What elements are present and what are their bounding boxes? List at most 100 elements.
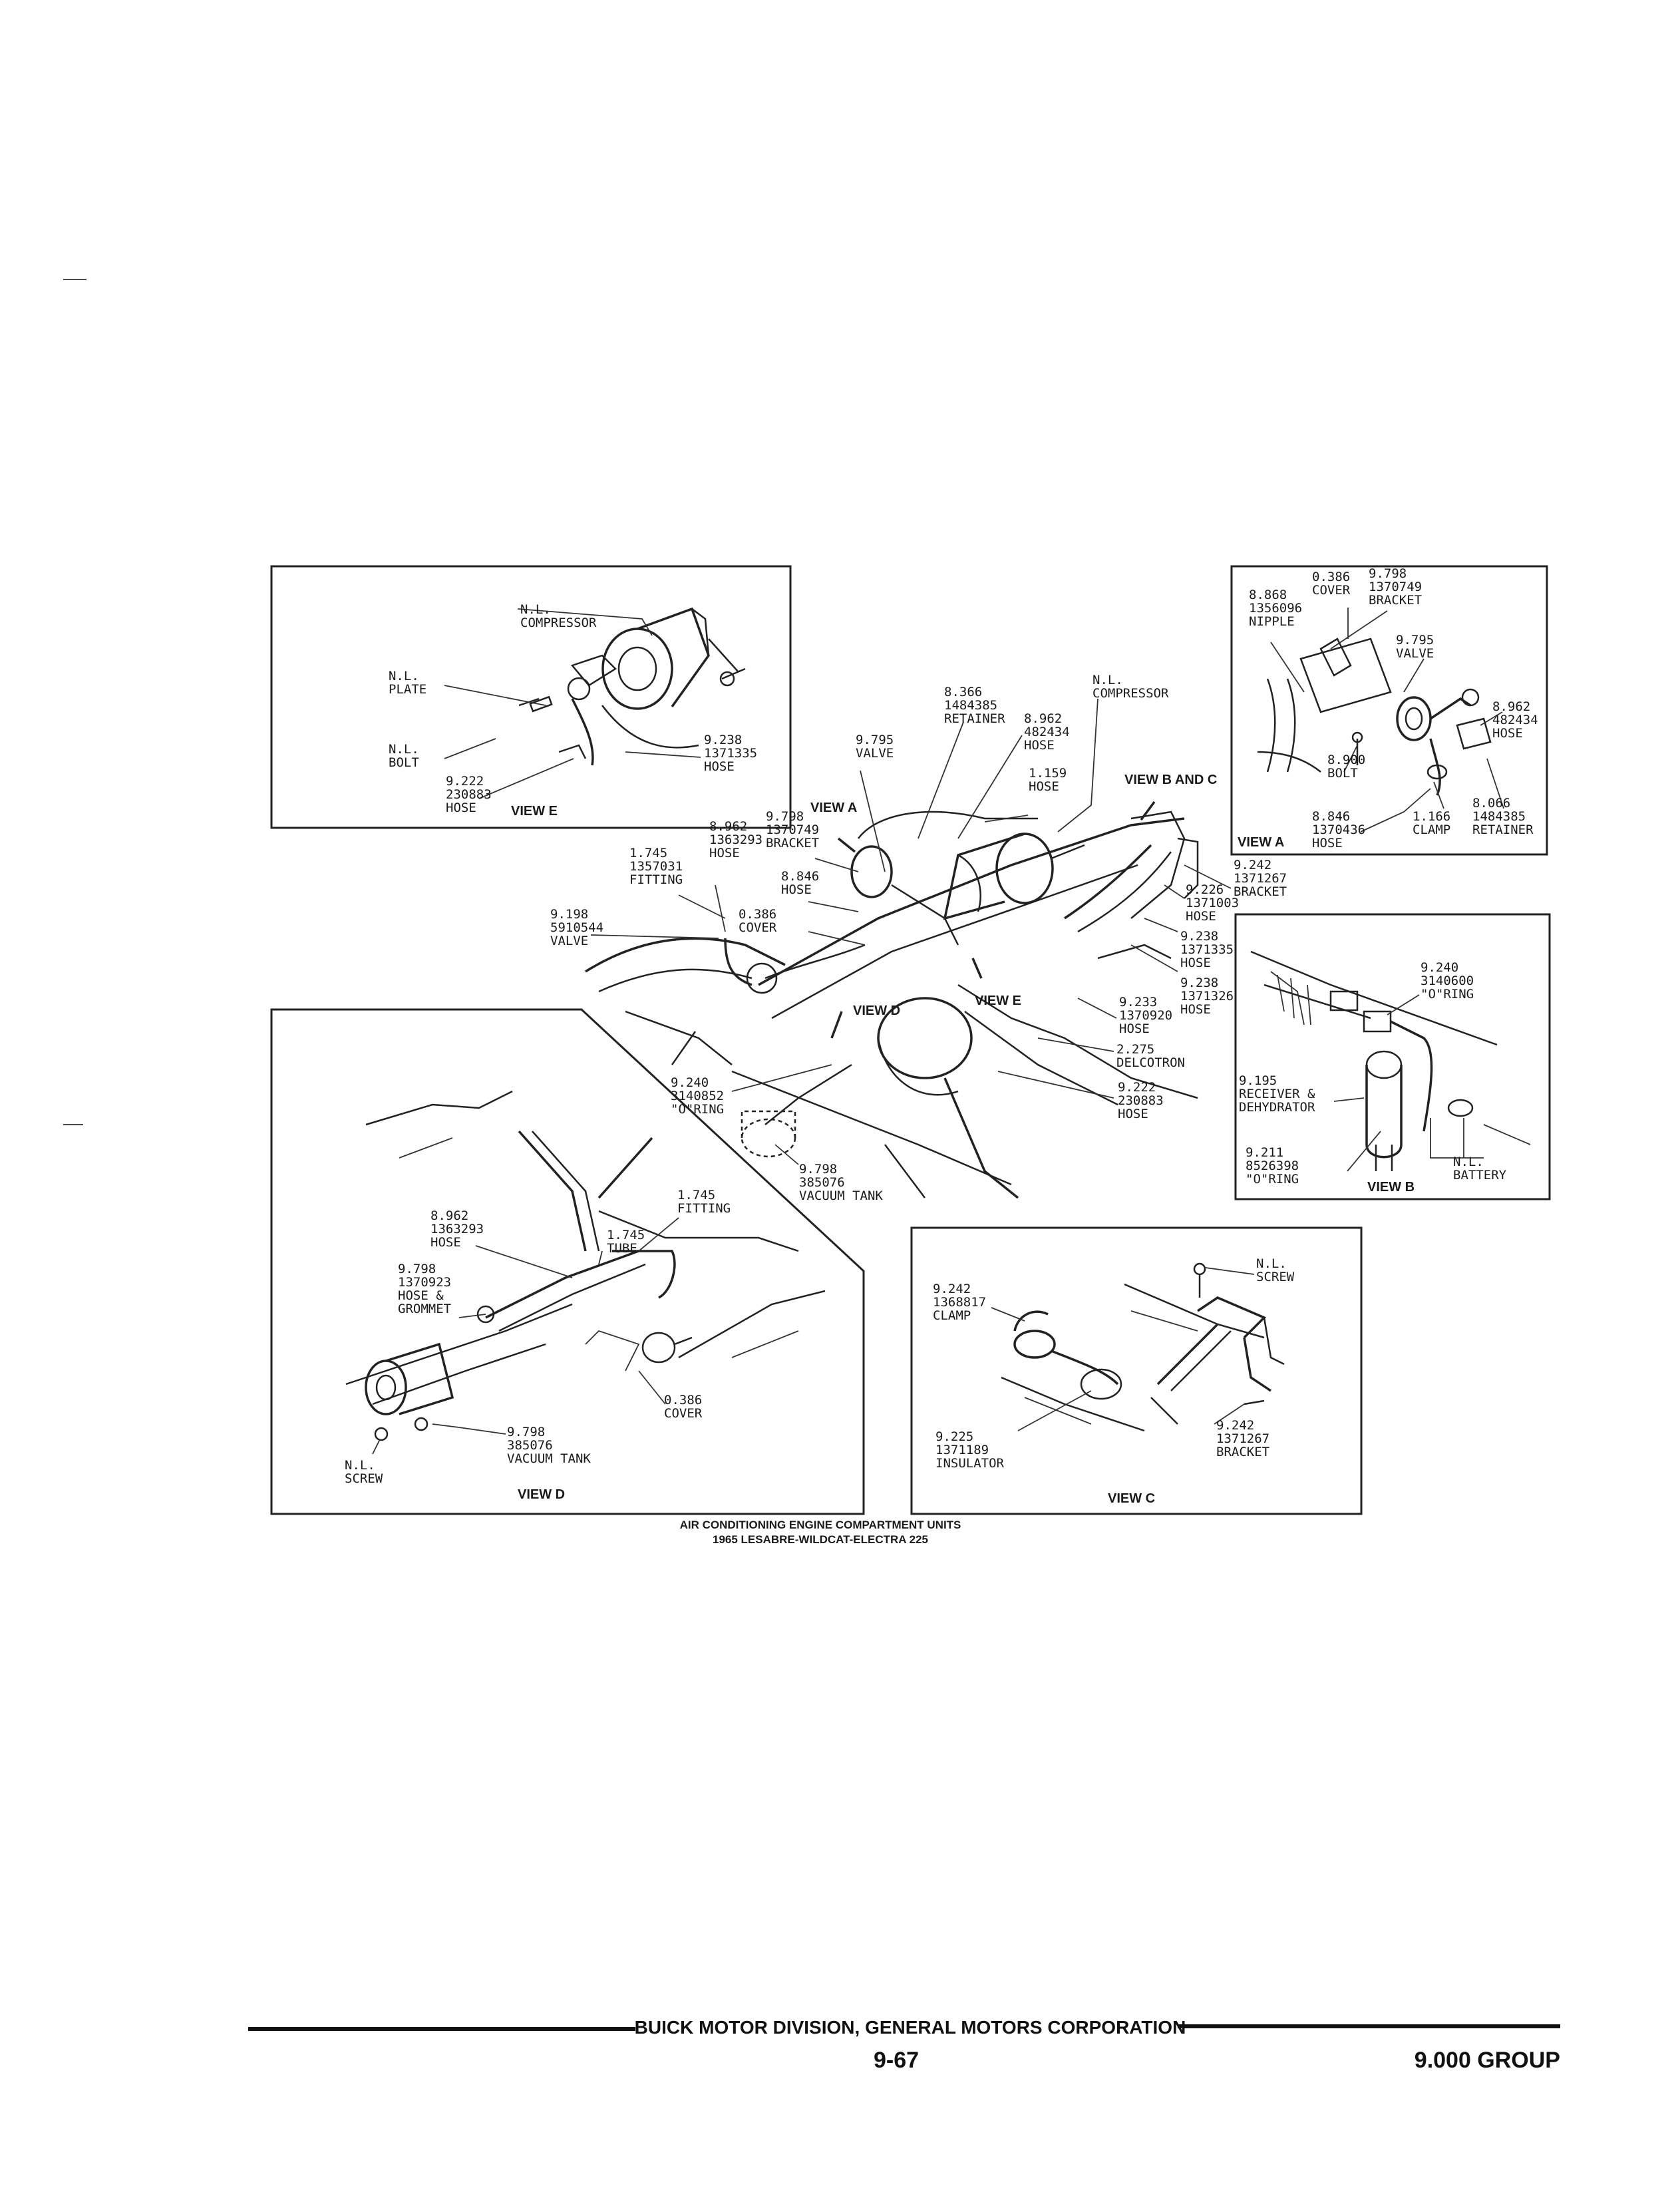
hose-1371335-label: HOSE — [1180, 956, 1211, 970]
view-a-bracket-label: 9.798 — [1369, 566, 1407, 581]
hose-230883-label: HOSE — [1118, 1107, 1148, 1121]
view-c-title: VIEW C — [1108, 1491, 1155, 1506]
view-a-bracket-label: BRACKET — [1369, 593, 1422, 608]
cover-label: COVER — [739, 920, 777, 935]
valve-198-label: 9.198 — [550, 907, 588, 922]
hose-grommet-label: GROMMET — [398, 1302, 451, 1316]
view-e-hose-238-label: 1371335 — [704, 746, 757, 761]
hose-1370920-label: HOSE — [1119, 1021, 1150, 1036]
view-d-cover-label: COVER — [664, 1406, 703, 1421]
view-e-title: VIEW E — [511, 804, 558, 819]
view-d-vacuum-tank-label: VACUUM TANK — [507, 1451, 591, 1466]
view-d-title: VIEW D — [518, 1487, 565, 1502]
battery-label: N.L. — [1453, 1155, 1484, 1169]
view-a-valve-label: 9.795 — [1396, 633, 1434, 647]
view-d-vacuum-tank-label: 385076 — [507, 1438, 553, 1453]
view-b-o-ring-211-label: "O"RING — [1246, 1172, 1299, 1187]
view-b-o-ring-label: "O"RING — [1421, 987, 1474, 1002]
hose-1371003-label: HOSE — [1186, 909, 1216, 924]
valve-label: VALVE — [856, 746, 894, 761]
view-a-clamp-label: CLAMP — [1413, 823, 1450, 837]
hose-482434-label: 482434 — [1024, 725, 1070, 739]
hose-1370920-label: 1370920 — [1119, 1008, 1172, 1023]
view-a-title: VIEW A — [1238, 835, 1284, 850]
view-a-nipple-label: 1356096 — [1249, 601, 1302, 616]
view-d-panel: 1.745 FITTING 8.962 1363293 HOSE 1.745 T… — [270, 1008, 865, 1515]
insulator-label: INSULATOR — [935, 1456, 1005, 1471]
view-e-hose-238-label: 9.238 — [704, 733, 742, 747]
view-a-bracket-label: 1370749 — [1369, 580, 1422, 594]
receiver-dehydrator-label: RECEIVER & — [1239, 1087, 1315, 1101]
fitting-label: FITTING — [629, 872, 683, 887]
view-c-clamp-label: CLAMP — [933, 1308, 971, 1323]
view-d-hose-label: HOSE — [430, 1235, 461, 1250]
view-c-screw-label: N.L. — [1256, 1256, 1287, 1271]
hose-grommet-label: 9.798 — [398, 1262, 436, 1276]
hose-1159-label: HOSE — [1029, 779, 1059, 794]
retainer-label: 8.366 — [944, 685, 982, 699]
bracket-1371267-label: 9.242 — [1234, 858, 1271, 872]
engine-assembly-drawing — [585, 801, 1199, 1199]
hose-1159-label: 1.159 — [1029, 766, 1067, 781]
hose-846-label: HOSE — [781, 882, 812, 897]
view-a-retainer-label: 1484385 — [1472, 809, 1526, 824]
valve-198-label: 5910544 — [550, 920, 603, 935]
valve-label: 9.795 — [856, 733, 894, 747]
group-label: 9.000 GROUP — [1415, 2048, 1560, 2073]
view-e-compressor-label: COMPRESSOR — [520, 616, 597, 630]
view-d-screw-label: N.L. — [345, 1458, 375, 1473]
view-d-callout: VIEW D — [853, 1004, 900, 1018]
vacuum-tank-label: VACUUM TANK — [799, 1189, 883, 1203]
view-b-frame — [1234, 913, 1551, 1200]
fitting-label: 1357031 — [629, 859, 683, 874]
view-a-cover-label: 0.386 — [1312, 570, 1350, 584]
view-e-compressor-label: N.L. — [520, 602, 551, 617]
view-d-hose-label: 8.962 — [430, 1208, 468, 1223]
receiver-dehydrator-label: DEHYDRATOR — [1239, 1100, 1315, 1115]
view-c-bracket-drawing — [1001, 1262, 1285, 1432]
hose-1371003-label: 9.226 — [1186, 882, 1224, 897]
view-d-tube-label: 1.745 — [607, 1228, 645, 1242]
vacuum-tank-label: 385076 — [799, 1175, 845, 1190]
view-e-bolt-label: BOLT — [389, 755, 419, 770]
view-e-hose-label: HOSE — [446, 801, 476, 815]
hose-1371326-label: 9.238 — [1180, 976, 1218, 990]
view-b-o-ring-211-label: 8526398 — [1246, 1159, 1299, 1173]
insulator-label: 9.225 — [935, 1429, 973, 1444]
view-e-hose-238-label: HOSE — [704, 759, 735, 774]
hose-grommet-label: 1370923 — [398, 1275, 451, 1290]
fitting-label: 1.745 — [629, 846, 667, 860]
view-a-hose-846-label: 1370436 — [1312, 823, 1365, 837]
view-a-clamp-label: 1.166 — [1413, 809, 1450, 824]
view-c-bracket-label: BRACKET — [1216, 1445, 1269, 1459]
view-a-bolt-label: 8.900 — [1327, 753, 1365, 767]
view-b-title: VIEW B — [1367, 1180, 1415, 1194]
retainer-label: 1484385 — [944, 698, 997, 713]
hose-1371326-label: HOSE — [1180, 1002, 1211, 1017]
view-b-o-ring-211-label: 9.211 — [1246, 1145, 1283, 1160]
view-a-nipple-label: 8.868 — [1249, 588, 1287, 602]
hose-1370920-label: 9.233 — [1119, 995, 1157, 1009]
view-a-hose-846-label: 8.846 — [1312, 809, 1350, 824]
compressor-label: N.L. — [1092, 673, 1123, 687]
view-c-panel: N.L. SCREW 9.242 1368817 CLAMP 9.225 137… — [910, 1226, 1363, 1515]
view-d-frame — [270, 1008, 865, 1515]
bracket-1371267-label: 1371267 — [1234, 871, 1287, 886]
footer-division: BUICK MOTOR DIVISION, GENERAL MOTORS COR… — [635, 2017, 1186, 2038]
view-a-cover-label: COVER — [1312, 583, 1351, 598]
hose-230883-label: 230883 — [1118, 1093, 1164, 1108]
view-d-vacuum-tank-drawing — [345, 1090, 826, 1441]
valve-198-label: VALVE — [550, 934, 588, 948]
view-d-tube-label: TUBE — [607, 1241, 637, 1256]
hose-grommet-label: HOSE & — [398, 1288, 444, 1303]
retainer-label: RETAINER — [944, 711, 1005, 726]
o-ring-3140852-label: "O"RING — [671, 1102, 724, 1117]
view-a-frame — [1230, 565, 1548, 856]
view-d-hose-label: 1363293 — [430, 1222, 484, 1236]
view-c-frame — [910, 1226, 1363, 1515]
view-c-bracket-label: 1371267 — [1216, 1431, 1269, 1446]
main-engine-view: N.L. COMPRESSOR 8.366 1484385 RETAINER 8… — [550, 673, 1287, 1203]
view-c-screw-label: SCREW — [1256, 1270, 1295, 1284]
view-a-valve-drawing — [1257, 638, 1492, 796]
